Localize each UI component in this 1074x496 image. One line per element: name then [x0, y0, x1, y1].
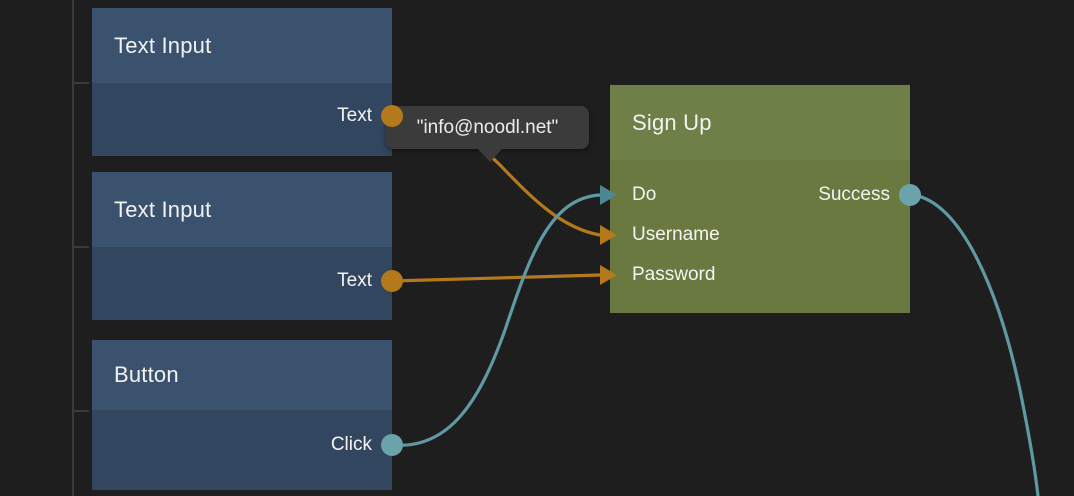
node-header[interactable]: Text Input [92, 172, 392, 247]
output-port-label-text[interactable]: Text [337, 105, 372, 126]
hierarchy-tree-stub [73, 410, 89, 412]
graph-node-text-input-1[interactable]: Text Input [92, 8, 392, 156]
input-port-arrow-icon[interactable] [600, 265, 617, 285]
graph-node-sign-up[interactable]: Sign Up [610, 85, 910, 313]
node-title: Button [114, 362, 179, 387]
node-title: Sign Up [632, 109, 712, 135]
output-port-knob[interactable] [899, 184, 921, 206]
input-port-label-password[interactable]: Password [632, 264, 716, 285]
node-header[interactable]: Text Input [92, 8, 392, 83]
input-port-label-do[interactable]: Do [632, 184, 657, 205]
output-port-label-success[interactable]: Success [818, 184, 890, 205]
node-body [92, 83, 392, 156]
output-port-knob[interactable] [381, 105, 403, 127]
connection-wire[interactable] [910, 193, 1040, 496]
node-header[interactable]: Button [92, 340, 392, 410]
node-title: Text Input [114, 32, 212, 58]
node-header[interactable]: Sign Up [610, 85, 910, 160]
graph-node-button[interactable]: Button [92, 340, 392, 490]
node-body [610, 160, 910, 313]
output-port-knob[interactable] [381, 434, 403, 456]
input-port-label-username[interactable]: Username [632, 224, 720, 245]
hierarchy-tree-stub [73, 246, 89, 248]
hierarchy-tree-stub [73, 82, 89, 84]
output-port-knob[interactable] [381, 270, 403, 292]
output-port-label-click[interactable]: Click [330, 434, 372, 455]
hierarchy-tree-rail [72, 0, 74, 496]
connection-wire[interactable] [390, 193, 602, 447]
input-port-arrow-icon[interactable] [600, 185, 617, 205]
graph-node-text-input-2[interactable]: Text Input [92, 172, 392, 320]
tooltip-text: "info@noodl.net" [416, 116, 559, 138]
value-tooltip: "info@noodl.net" [386, 106, 589, 149]
connection-wire[interactable] [390, 273, 602, 283]
node-title: Text Input [114, 196, 212, 222]
input-port-arrow-icon[interactable] [600, 225, 617, 245]
tooltip-tail [477, 148, 503, 162]
node-body [92, 247, 392, 320]
node-body [92, 410, 392, 490]
output-port-label-text[interactable]: Text [337, 270, 372, 291]
